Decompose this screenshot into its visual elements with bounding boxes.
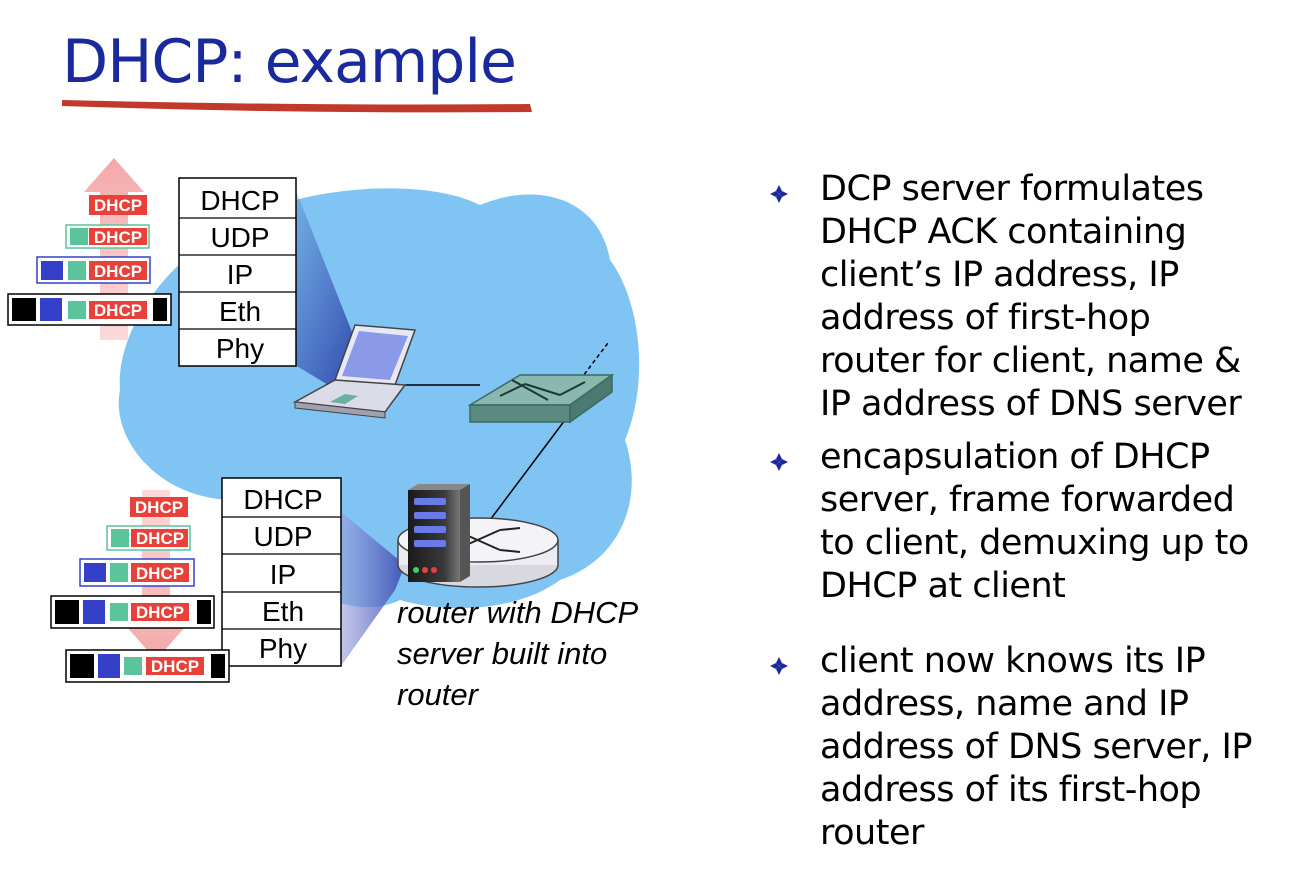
svg-text:DHCP: DHCP — [136, 529, 184, 548]
client-packet-ip: DHCP — [36, 256, 151, 284]
bullet-line: encapsulation of DHCP — [820, 437, 1210, 477]
server-layer-phy: Phy — [259, 633, 307, 664]
svg-text:DHCP: DHCP — [151, 657, 199, 676]
client-packet-udp: DHCP — [65, 224, 150, 249]
client-layer-eth: Eth — [219, 296, 261, 327]
bullet-line: address of first-hop — [820, 298, 1151, 338]
bullet-line: client’s IP address, IP — [820, 255, 1179, 295]
client-packet-eth: DHCP — [7, 293, 172, 326]
client-layer-ip: IP — [227, 259, 253, 290]
bullet-item: client now knows its IP address, name an… — [770, 640, 1290, 855]
bullet-item: DCP server formulates DHCP ACK containin… — [770, 168, 1290, 426]
bullet-line: router for client, name & — [820, 341, 1241, 381]
link-switch-router — [489, 419, 566, 521]
diamond-bullet-icon — [770, 185, 788, 203]
server-packet-dhcp: DHCP — [130, 497, 188, 517]
bullet-line: address of DNS server, IP — [820, 727, 1252, 767]
bullet-line: DCP server formulates — [820, 169, 1204, 209]
bullet-line: DHCP at client — [820, 566, 1066, 606]
svg-text:DHCP: DHCP — [136, 564, 184, 583]
svg-text:DHCP: DHCP — [94, 301, 142, 320]
server-protocol-stack: DHCP UDP IP Eth Phy — [221, 477, 342, 667]
server-layer-ip: IP — [270, 559, 296, 590]
client-packet-dhcp: DHCP — [89, 195, 147, 215]
client-layer-phy: Phy — [216, 333, 264, 364]
diamond-bullet-icon — [770, 657, 788, 675]
bullet-line: address, name and IP — [820, 684, 1189, 724]
bullet-item: encapsulation of DHCP server, frame forw… — [770, 436, 1290, 608]
caption-line: router with DHCP — [397, 595, 639, 630]
up-arrow-icon — [84, 158, 144, 340]
bullet-line: IP address of DNS server — [820, 384, 1242, 424]
svg-text:DHCP: DHCP — [94, 228, 142, 247]
svg-text:DHCP: DHCP — [94, 262, 142, 281]
svg-text:DHCP: DHCP — [135, 498, 183, 517]
bullet-list: DCP server formulates DHCP ACK containin… — [770, 168, 1290, 865]
bullet-line: server, frame forwarded — [820, 480, 1235, 520]
diamond-bullet-icon — [770, 453, 788, 471]
client-layer-udp: UDP — [210, 222, 269, 253]
server-layer-eth: Eth — [262, 596, 304, 627]
bullet-line: address of its first-hop — [820, 770, 1202, 810]
server-packet-phy: DHCP — [65, 649, 230, 683]
server-layer-dhcp: DHCP — [243, 484, 322, 515]
server-icon — [408, 484, 470, 582]
client-protocol-stack: DHCP UDP IP Eth Phy — [178, 177, 297, 367]
caption-line: router — [397, 677, 478, 712]
server-beam — [341, 512, 405, 666]
server-packet-udp: DHCP — [106, 525, 191, 551]
server-packet-eth: DHCP — [50, 595, 215, 629]
bullet-line: to client, demuxing up to — [820, 523, 1249, 563]
bullet-line: DHCP ACK containing — [820, 212, 1187, 252]
switch-icon — [467, 373, 615, 424]
bullet-line: router — [820, 813, 924, 853]
client-layer-dhcp: DHCP — [200, 185, 279, 216]
server-layer-udp: UDP — [253, 521, 312, 552]
link-switch-out — [579, 342, 609, 381]
page-title: DHCP: example — [62, 27, 517, 97]
caption-line: server built into — [397, 636, 608, 671]
server-packet-ip: DHCP — [79, 558, 195, 587]
svg-text:DHCP: DHCP — [94, 196, 142, 215]
svg-text:DHCP: DHCP — [136, 603, 184, 622]
router-caption: router with DHCP server built into route… — [397, 592, 697, 715]
laptop-icon — [292, 324, 417, 419]
title-underline — [62, 100, 532, 113]
bullet-line: client now knows its IP — [820, 641, 1206, 681]
